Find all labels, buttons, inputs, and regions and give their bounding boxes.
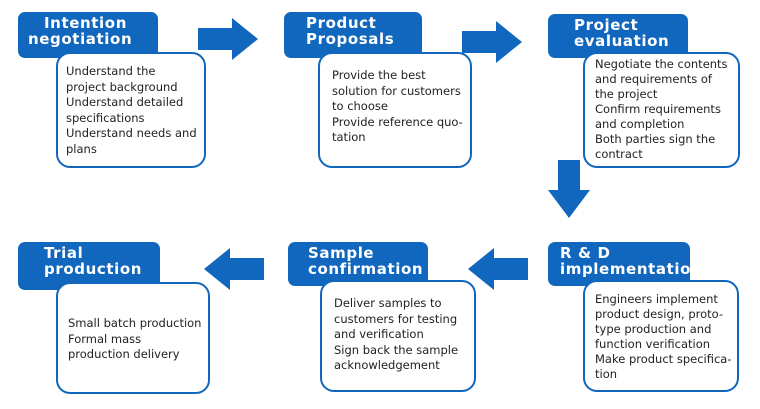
step-5-title: Sample confirmation	[288, 242, 428, 286]
step-5-title-line-1: Sample	[308, 244, 375, 262]
step-4-item-1: Engineers implement product design, prot…	[595, 292, 724, 351]
step-3-item-2: Confirm requirements and completion	[595, 102, 721, 131]
step-2-title-line-1: Product	[306, 14, 377, 32]
step-1-box: Understand the project background Unders…	[56, 52, 206, 168]
step-1-item-2: Understand detailed specifications	[66, 95, 184, 125]
arrow-right-icon	[462, 21, 522, 63]
arrow-left-icon	[468, 248, 528, 290]
step-3-title-line-2: evaluation	[574, 32, 670, 50]
step-2-title: Product Proposals	[284, 12, 422, 58]
step-4-title-line-1: R & D	[560, 244, 611, 262]
step-6-item-2: Formal mass production delivery	[68, 331, 180, 362]
step-5-title-line-2: confirmation	[308, 260, 424, 278]
step-2-box: Provide the best solution for customers …	[318, 52, 472, 168]
arrow-down-icon	[548, 160, 590, 218]
step-3-item-1: Negotiate the contents and requirements …	[595, 57, 728, 101]
step-2-item-2: Provide reference quo-tation	[332, 114, 463, 145]
step-1-title: Intention negotiation	[18, 12, 158, 58]
step-5-item-2: Sign back the sample acknowledgement	[334, 342, 459, 373]
step-5-box: Deliver samples to customers for testing…	[320, 280, 476, 392]
step-4-list: Engineers implement product design, prot…	[595, 292, 733, 382]
step-2-item-1: Provide the best solution for customers …	[332, 68, 461, 113]
step-6-box: Small batch production Formal mass produ…	[56, 282, 210, 394]
step-1-item-3: Understand needs and plans	[66, 126, 197, 156]
step-4-box: Engineers implement product design, prot…	[583, 280, 739, 392]
step-5-item-1: Deliver samples to customers for testing…	[334, 296, 458, 341]
step-4-item-2: Make product specifica-tion	[595, 352, 732, 381]
step-1-title-line-2: negotiation	[28, 30, 133, 48]
step-6-title-line-1: Trial	[44, 244, 84, 262]
step-6-list: Small batch production Formal mass produ…	[68, 316, 204, 363]
step-5-list: Deliver samples to customers for testing…	[334, 296, 470, 374]
step-6-item-1: Small batch production	[68, 316, 202, 330]
step-3-title-line-1: Project	[574, 16, 639, 34]
step-3-box: Negotiate the contents and requirements …	[583, 52, 740, 168]
step-4-title-line-2: implementation	[560, 260, 703, 278]
step-6-title-line-2: production	[44, 260, 143, 278]
step-3-item-3: Both parties sign the contract	[595, 132, 716, 161]
step-4-title: R & D implementation	[548, 242, 703, 286]
step-1-title-line-1: Intention	[44, 14, 127, 32]
step-1-item-1: Understand the project background	[66, 64, 178, 94]
step-2-title-line-2: Proposals	[306, 30, 395, 48]
step-3-list: Negotiate the contents and requirements …	[595, 57, 734, 162]
arrow-right-icon	[198, 18, 258, 60]
step-1-list: Understand the project background Unders…	[66, 64, 198, 157]
step-2-list: Provide the best solution for customers …	[332, 68, 464, 146]
arrow-left-icon	[204, 248, 264, 290]
step-3-title: Project evaluation	[548, 14, 688, 58]
